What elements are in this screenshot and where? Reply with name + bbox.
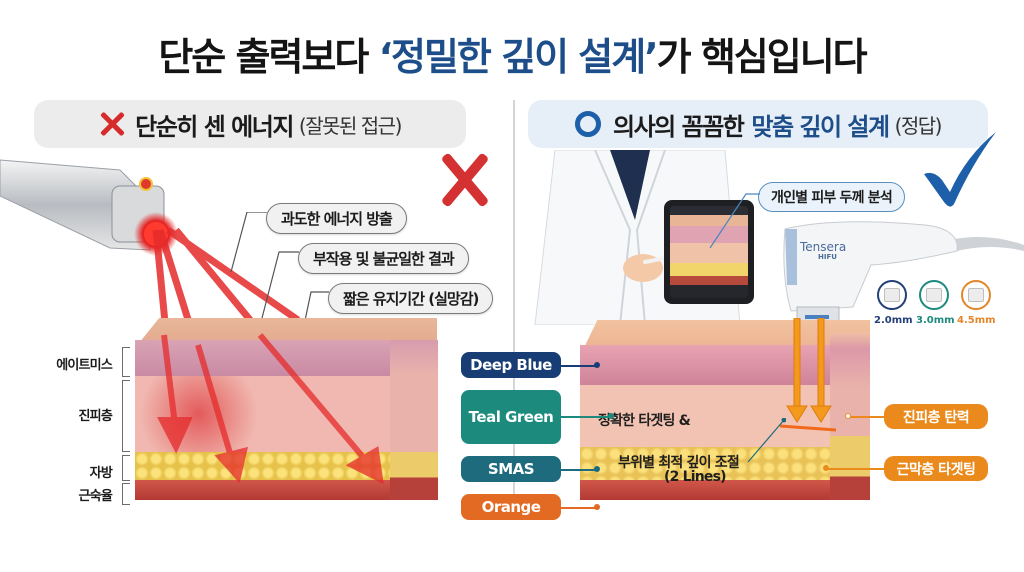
target-smas-layer: 근막층 타겟팅: [884, 456, 988, 481]
legend-orange: Orange: [461, 494, 561, 520]
bracket-muscle: [122, 483, 130, 505]
big-x-icon: [436, 152, 492, 208]
legend-teal-green: Teal Green: [461, 390, 561, 444]
check-icon: [924, 132, 996, 207]
legend-dot: [608, 413, 614, 419]
cartridge-3mm: [919, 280, 949, 310]
right-header-highlight: 맞춤 깊이 설계: [751, 112, 890, 141]
bracket-dermis: [122, 380, 130, 452]
title-highlight: ‘정밀한 깊이 설계’: [378, 35, 659, 79]
tablet-device: [664, 200, 754, 304]
hifu-device: [783, 221, 1024, 324]
target-connector: [826, 468, 884, 470]
cartridge-icon: [884, 288, 900, 302]
legend-dot: [594, 466, 600, 472]
legend-smas: SMAS: [461, 456, 561, 482]
target-dermis-elasticity: 진피층 탄력: [884, 404, 988, 429]
bracket-epidermis: [122, 347, 130, 377]
legend-connector: [561, 469, 597, 471]
target-connector: [848, 416, 884, 418]
legend-dot: [594, 504, 600, 510]
page-title: 단순 출력보다 ‘정밀한 깊이 설계’가 핵심입니다: [0, 26, 1024, 81]
legend-deep-blue: Deep Blue: [461, 352, 561, 378]
center-text-line1: 정확한 타겟팅 &: [598, 413, 691, 429]
cartridge-options: [877, 280, 991, 310]
cartridge-label-4-5mm: 4.5mm: [957, 315, 996, 326]
legend-connector: [561, 365, 597, 367]
cartridge-icon: [926, 288, 942, 302]
left-skin-block: [135, 340, 390, 500]
title-suffix: 가 핵심입니다: [656, 35, 868, 79]
target-dot: [845, 413, 851, 419]
circle-o-icon: [575, 111, 602, 137]
title-prefix: 단순 출력보다: [158, 35, 379, 79]
center-text-line3: (2 Lines): [664, 469, 727, 485]
cartridge-4-5mm: [961, 280, 991, 310]
targeting-leader-line: [747, 418, 786, 463]
target-dot: [823, 465, 829, 471]
callout-side-effects: 부작용 및 불균일한 결과: [298, 243, 469, 274]
callout-excess-energy: 과도한 에너지 방출: [266, 203, 407, 234]
right-header-main: 의사의 꼼꼼한: [613, 112, 745, 141]
right-skin-block: [580, 345, 830, 500]
left-header-main: 단순히 센 에너지: [135, 112, 294, 141]
analysis-bubble: 개인별 피부 두께 분석: [758, 182, 905, 212]
device-brand: Tensera: [800, 240, 847, 254]
panel-divider: [513, 100, 515, 495]
left-section-header: 단순히 센 에너지 (잘못된 접근): [34, 100, 466, 148]
left-header-sub: (잘못된 접근): [298, 113, 402, 138]
right-header-sub: (정답): [894, 113, 943, 138]
layer-label-dermis: 진피층: [78, 409, 113, 424]
layer-label-muscle: 근숙율: [78, 489, 113, 504]
cartridge-label-2mm: 2.0mm: [874, 315, 913, 326]
cartridge-icon: [968, 288, 984, 302]
left-skin-side: [390, 340, 438, 500]
bracket-fat: [122, 455, 130, 481]
cartridge-2mm: [877, 280, 907, 310]
center-text-line2: 부위별 최적 깊이 조절: [618, 455, 740, 471]
legend-connector: [561, 507, 597, 509]
cartridge-label-3mm: 3.0mm: [916, 315, 955, 326]
x-icon: [99, 111, 125, 137]
legend-connector: [561, 416, 611, 418]
legend-dot: [594, 362, 600, 368]
callout-short-duration: 짧은 유지기간 (실망감): [328, 283, 494, 314]
hifu-focus-arrows: [780, 318, 837, 432]
layer-label-fat: 자방: [89, 466, 113, 481]
right-section-header: 의사의 꼼꼼한 맞춤 깊이 설계 (정답): [528, 100, 988, 148]
device-model: HIFU: [818, 253, 837, 261]
callout-leader-lines: [230, 212, 329, 331]
layer-label-epidermis: 에이트미스: [56, 358, 113, 373]
analysis-leader-line: [709, 193, 760, 249]
